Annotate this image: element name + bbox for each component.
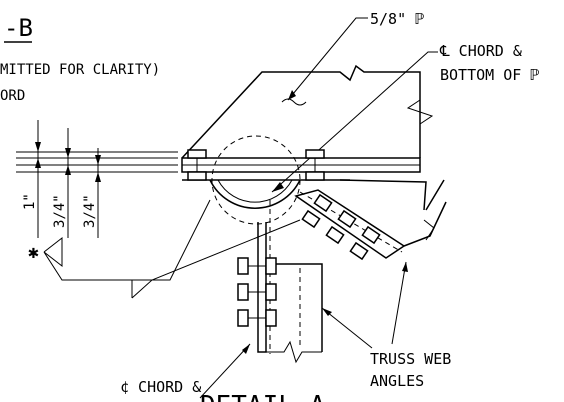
plate-leader-arrow — [288, 90, 296, 100]
bolt-diagonal-3 — [349, 225, 381, 261]
bolt-vertical-2 — [237, 283, 277, 301]
chord-note: ORD — [0, 88, 25, 104]
truss-web-leader-arrow — [322, 308, 332, 316]
weld-symbol: ✱ — [28, 242, 39, 263]
truss-web-leader-2 — [391, 261, 407, 345]
detail-title: DETAIL A — [200, 391, 326, 402]
vertical-angle-break — [266, 340, 322, 364]
vertical-gusset — [257, 222, 267, 353]
bolt-top-right — [305, 149, 325, 181]
truss-web-label-2: ANGLES — [370, 372, 424, 390]
plate-label: 5/8" ℙ — [370, 10, 424, 28]
chord-bottom-leader — [271, 51, 438, 193]
pin-inner-arc — [217, 179, 293, 203]
weld-leader — [43, 199, 211, 281]
pin-lower-arc — [209, 179, 301, 209]
bolt-top-left — [187, 149, 207, 181]
bolt-vertical-3 — [237, 309, 277, 327]
dim-one-label: 1" — [22, 193, 38, 210]
truss-web-label-1: TRUSS WEB — [370, 350, 451, 368]
dim-three-quarter-label-a: 3/4" — [52, 194, 68, 228]
dim-arrow-1 — [35, 142, 41, 152]
dim-arrow-2 — [35, 158, 41, 168]
bolt-diagonal-1 — [301, 193, 333, 229]
weld-leader-branch — [131, 219, 301, 299]
omitted-note: MITTED FOR CLARITY) — [0, 62, 160, 78]
chord-lower-label: ¢ CHORD & — [120, 378, 201, 396]
bolt-vertical-1 — [237, 257, 277, 275]
plate-leader — [287, 17, 368, 101]
chord-bottom-leader-arrow — [272, 182, 284, 192]
plate-center-mark — [281, 98, 307, 106]
chord-lower-leader — [199, 343, 251, 399]
chord-lower-leader-arrow — [242, 344, 250, 354]
truss-web-leader — [321, 307, 373, 349]
chord-bottom-label-1: ℄ CHORD & — [439, 42, 522, 60]
truss-web-leader-arrow-2 — [402, 262, 408, 272]
section-title: -B — [4, 14, 33, 42]
dim-arrow-4 — [65, 165, 71, 175]
dim-three-quarter-label-b: 3/4" — [82, 194, 98, 228]
dim-arrow-6 — [95, 172, 101, 182]
plate-right-break — [406, 99, 434, 125]
dim-arrow-5 — [95, 155, 101, 165]
vertical-angle — [266, 263, 323, 352]
pin-hidden-circle — [211, 135, 301, 225]
bolt-diagonal-2 — [325, 209, 357, 245]
plate-outline — [181, 64, 421, 159]
dim-arrow-3 — [65, 148, 71, 158]
chord-bottom-label-2: BOTTOM OF ℙ — [440, 66, 539, 84]
